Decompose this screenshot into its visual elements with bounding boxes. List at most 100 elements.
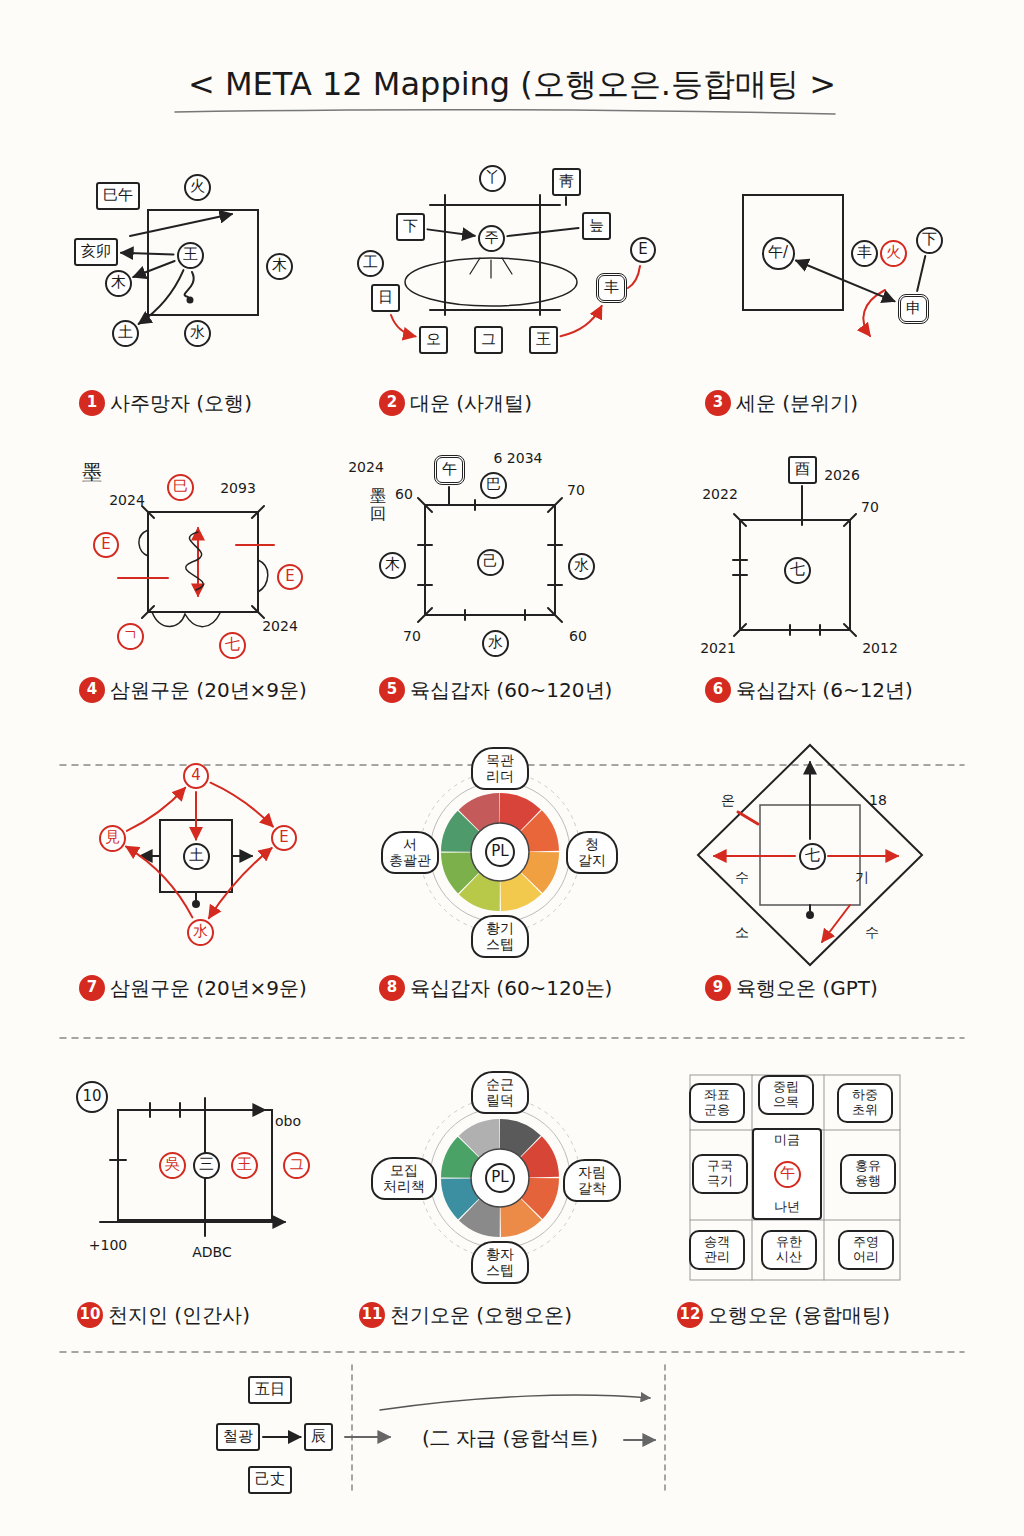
node-text: 미금 — [774, 1133, 800, 1148]
node-text: 下 — [403, 218, 418, 235]
circle-node: 水 — [187, 919, 214, 946]
circle-node: 午/ — [762, 237, 795, 270]
box-node: 철광 — [216, 1423, 260, 1451]
panel-caption: 천기오운 (오행오온) — [390, 1304, 572, 1327]
callout-number: 4 — [79, 677, 105, 703]
note-label: 2022 — [702, 486, 738, 502]
box-node: 酉 — [788, 456, 817, 484]
node-text: 辰 — [311, 1428, 326, 1445]
panel-caption: 삼원구운 (20년×9운) — [110, 977, 307, 1000]
node-text: 하중 초위 — [844, 1088, 886, 1118]
circle-node: 土 — [183, 843, 210, 870]
box-node: 늪 — [582, 212, 611, 240]
note-label: 수 — [735, 869, 749, 885]
node-text: 서 총괄관 — [388, 836, 432, 868]
node-text: 午/ — [768, 244, 788, 261]
node-text: 나년 — [774, 1200, 800, 1215]
node-text: 水 — [193, 923, 208, 940]
note-label: 60 — [569, 628, 587, 644]
note-label: 墨 — [82, 461, 102, 484]
grid-cell: 하중 초위 — [837, 1083, 893, 1123]
node-text: 巳 — [173, 478, 188, 495]
note-label: 온 — [721, 792, 735, 808]
panel-caption: 오행오운 (융합매팅) — [708, 1304, 890, 1327]
node-text: 靑 — [559, 173, 574, 190]
node-text: 중립 으목 — [765, 1080, 807, 1110]
circle-node: 午 — [774, 1161, 801, 1188]
node-text: PL — [491, 1169, 508, 1186]
node-text: 王 — [536, 331, 551, 348]
box-node: 오 — [419, 326, 448, 354]
node-text: 午 — [442, 461, 457, 478]
node-text: 황기 스텝 — [478, 920, 522, 952]
connector — [209, 848, 272, 918]
note-label: 18 — [869, 792, 887, 808]
node-text: 己 — [483, 553, 498, 570]
node-text: E — [285, 568, 294, 585]
connector — [507, 228, 578, 236]
node-text: 水 — [488, 634, 503, 651]
connector — [428, 229, 475, 235]
panel-caption: 육십갑자 (60~120논) — [410, 977, 612, 1000]
callout-number: 9 — [705, 975, 731, 1001]
circle-node: E — [630, 237, 656, 263]
node-text: 下 — [922, 231, 937, 248]
node-text: 황자 스텝 — [478, 1246, 522, 1278]
circle-node: 下 — [916, 227, 943, 254]
connector — [796, 260, 894, 301]
node-text: 己丈 — [255, 1471, 285, 1488]
petal-node: 순근 릴덕 — [471, 1071, 529, 1114]
circle-node: 吳 — [159, 1152, 186, 1179]
node-text: 午 — [780, 1165, 795, 1182]
node-text: 그 — [481, 331, 496, 348]
note-label: 수 — [865, 924, 879, 940]
node-text: 주 — [484, 229, 499, 246]
note-label: 6 2034 — [494, 450, 543, 466]
box-node: 日 — [371, 284, 400, 312]
note-label: +100 — [89, 1237, 127, 1253]
panel-caption: 육십갑자 (60~120년) — [410, 679, 612, 702]
note-label: 70 — [861, 499, 879, 515]
callout-number: 2 — [379, 390, 405, 416]
circle-node: 丰 — [851, 240, 878, 267]
box-node: 巳午 — [96, 182, 140, 210]
callout-number: 3 — [705, 390, 731, 416]
grid-cell: 주영 어리 — [838, 1230, 894, 1270]
node-text: 土 — [118, 324, 133, 341]
node-text: 水 — [190, 324, 205, 341]
node-text: 유한 시산 — [768, 1235, 810, 1265]
node-text: 巴 — [486, 476, 501, 493]
grid-cell: 유한 시산 — [761, 1230, 817, 1270]
node-text: 吳 — [165, 1156, 180, 1173]
node-text: 모집 처리책 — [378, 1162, 430, 1194]
note-label: 2024 — [262, 618, 298, 634]
circle-node: 七 — [799, 843, 826, 870]
note-label: obo — [275, 1113, 301, 1129]
grid-cell: 송객 관리 — [689, 1230, 745, 1270]
node-text: 工 — [363, 254, 378, 271]
node-text: 酉 — [795, 461, 810, 478]
circle-node: 주 — [478, 225, 505, 252]
callout-number: 10 — [77, 1302, 103, 1328]
node-text: 木 — [111, 274, 126, 291]
node-text: 七 — [790, 561, 805, 578]
node-text: E — [279, 829, 288, 846]
node-text: 見 — [105, 829, 120, 846]
node-text: 三 — [199, 1156, 214, 1173]
circle-node: 그 — [283, 1152, 310, 1179]
circle-node: 火 — [184, 174, 211, 201]
note-label: 소 — [735, 924, 749, 940]
circle-node: PL — [485, 837, 515, 867]
petal-node: 서 총괄관 — [381, 831, 439, 874]
flower-box: 丰 — [596, 273, 627, 303]
connector — [133, 261, 174, 277]
note-label: 2024 — [109, 492, 145, 508]
callout-number: 6 — [705, 677, 731, 703]
note-label: 60 — [395, 486, 413, 502]
petal-node: 황기 스텝 — [471, 915, 529, 958]
circle-node: 七 — [784, 557, 811, 584]
circle-node: 4 — [183, 763, 209, 789]
center-box: 미금나년 午 — [752, 1128, 822, 1220]
circle-node: 木 — [266, 253, 293, 280]
circle-node: E — [271, 825, 297, 851]
